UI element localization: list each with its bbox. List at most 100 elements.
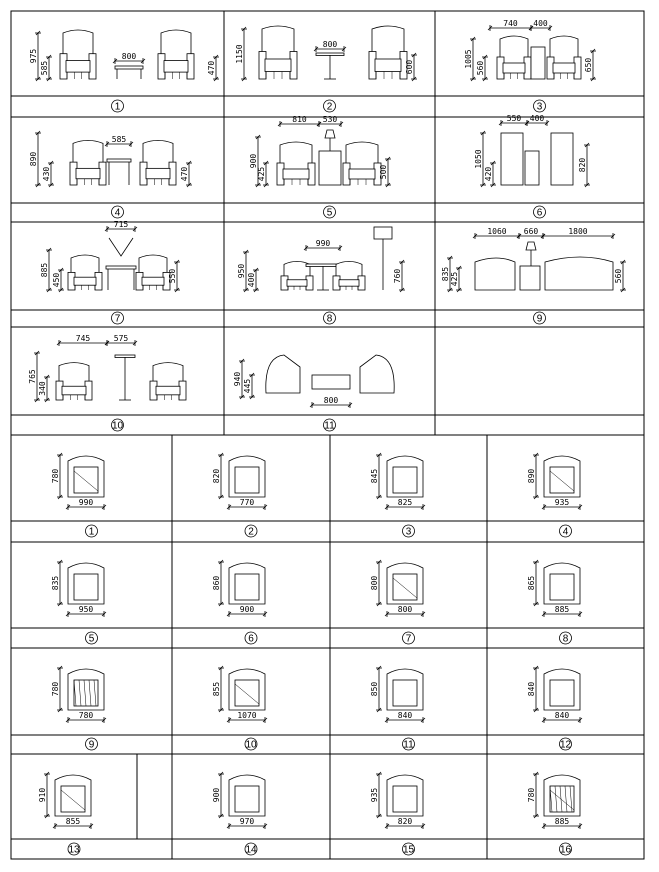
dimension-tick	[46, 247, 52, 253]
dimension-tick	[44, 771, 50, 777]
dimension-label: 885	[555, 605, 570, 614]
dimension-label: 850	[370, 682, 379, 697]
dimension-tick	[577, 717, 583, 723]
dimension-tick	[104, 340, 110, 346]
chair-seat	[502, 62, 526, 74]
dimension-tick	[44, 374, 50, 380]
dimension-tick	[140, 58, 146, 64]
drawing-number: 14	[245, 845, 257, 856]
dimension-label: 800	[122, 52, 137, 61]
dimension-tick	[243, 287, 249, 293]
dimension-tick	[104, 141, 110, 147]
dimension-tick	[411, 52, 417, 58]
dimension-label: 600	[405, 60, 414, 75]
fabric-drape	[554, 785, 558, 813]
drawing-number-circle	[402, 631, 415, 645]
drawing-number: 9	[89, 740, 95, 751]
dimension-tick	[338, 121, 344, 127]
dimension-tick	[547, 25, 553, 31]
dimension-label: 400	[530, 114, 545, 123]
dimension-label: 950	[237, 264, 246, 279]
chair-plan-seat	[392, 679, 418, 707]
dimension-label: 800	[398, 605, 413, 614]
dimension-tick	[218, 494, 224, 500]
dimension-label: 765	[28, 369, 37, 384]
drawing-number-circle	[323, 99, 336, 113]
dimension-tick	[241, 76, 247, 82]
dimension-label: 820	[212, 469, 221, 484]
dimension-tick	[57, 559, 63, 565]
dimension-tick	[577, 611, 583, 617]
dimension-tick	[524, 120, 530, 126]
dimension-label: 560	[614, 269, 623, 284]
dimension-tick	[262, 717, 268, 723]
dimension-label: 470	[207, 61, 216, 76]
dimension-tick	[482, 54, 488, 60]
dimension-tick	[249, 372, 255, 378]
dimension-tick	[480, 182, 486, 188]
fabric-drape	[559, 785, 563, 813]
side-cabinet	[530, 46, 546, 80]
dimension-tick	[347, 402, 353, 408]
loveseat	[474, 257, 516, 291]
dimension-label: 470	[180, 167, 189, 182]
dimension-label: 990	[79, 498, 94, 507]
drawing-number-circle	[559, 631, 572, 645]
dimension-tick	[577, 504, 583, 510]
chair-plan-seat	[73, 573, 99, 601]
dimension-tick	[376, 559, 382, 565]
dimension-tick	[218, 559, 224, 565]
drawing-number: 7	[406, 634, 412, 645]
dimension-tick	[528, 25, 534, 31]
dimension-tick	[472, 233, 478, 239]
drawing-number-circle	[244, 842, 258, 856]
dimension-tick	[470, 76, 476, 82]
chair-plan-seat	[73, 679, 99, 707]
drawing-number-circle	[559, 524, 572, 538]
dimension-tick	[584, 142, 590, 148]
dimension-tick	[35, 182, 41, 188]
dimension-tick	[376, 707, 382, 713]
drawing-number-circle	[402, 842, 415, 856]
dimension-label: 1070	[237, 711, 256, 720]
dimension-tick	[411, 76, 417, 82]
dimension-tick	[218, 813, 224, 819]
dimension-tick	[226, 611, 232, 617]
dimension-label: 530	[323, 115, 338, 124]
dimension-tick	[132, 226, 138, 232]
dimension-label: 820	[398, 817, 413, 826]
dimension-tick	[65, 717, 71, 723]
dimension-tick	[255, 134, 261, 140]
dimension-tick	[337, 245, 343, 251]
dimension-tick	[101, 611, 107, 617]
drawing-number: 5	[89, 634, 95, 645]
chair-seat	[75, 167, 101, 180]
chair-plan-seat	[234, 785, 260, 813]
dimension-label: 425	[450, 272, 459, 287]
dimension-label: 975	[29, 49, 38, 64]
drawing-number: 8	[563, 634, 569, 645]
dimension-label: 935	[370, 788, 379, 803]
dimension-label: 940	[233, 372, 242, 387]
dimension-label: 840	[527, 682, 536, 697]
side-table	[519, 265, 541, 291]
drawing-number: 11	[324, 421, 335, 432]
dimension-label: 855	[66, 817, 81, 826]
dimension-label: 835	[51, 576, 60, 591]
drawing-number: 10	[245, 740, 257, 751]
cushion-fold	[549, 789, 575, 811]
dimension-label: 890	[29, 152, 38, 167]
dimension-tick	[44, 397, 50, 403]
chair-plan-seat	[392, 466, 418, 494]
dimension-label: 845	[370, 469, 379, 484]
dimension-tick	[218, 771, 224, 777]
drawing-number-circle	[323, 311, 336, 325]
dimension-tick	[58, 267, 64, 273]
dimension-tick	[487, 25, 493, 31]
drawing-number: 5	[327, 208, 333, 219]
dimension-tick	[399, 259, 405, 265]
dimension-label: 585	[112, 135, 127, 144]
